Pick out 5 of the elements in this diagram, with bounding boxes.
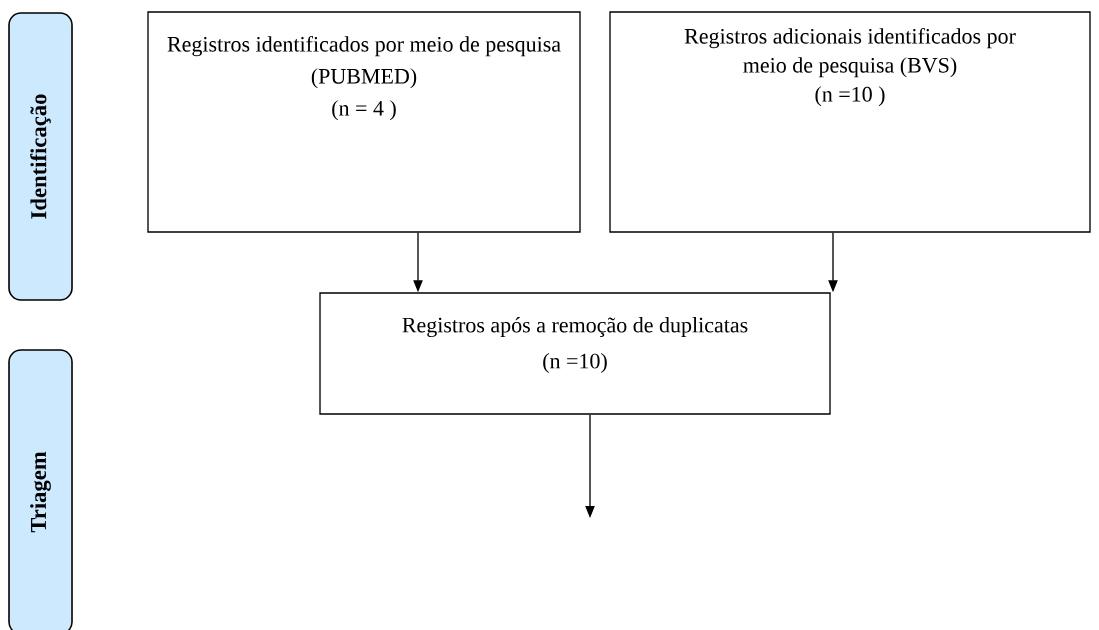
process-box: Registros identificados por meio de pesquisa (PUBMED) (n = 4 ) — [147, 11, 581, 233]
process-box: Registros após a remoção de duplicatas (n =10) — [319, 292, 831, 415]
process-box: Registros adicionais identificados por meio de pesquisa (BVS) (n =10 ) — [609, 11, 1091, 233]
stage-band: Identificação — [8, 12, 73, 301]
stage-band: Triagem — [8, 349, 73, 630]
